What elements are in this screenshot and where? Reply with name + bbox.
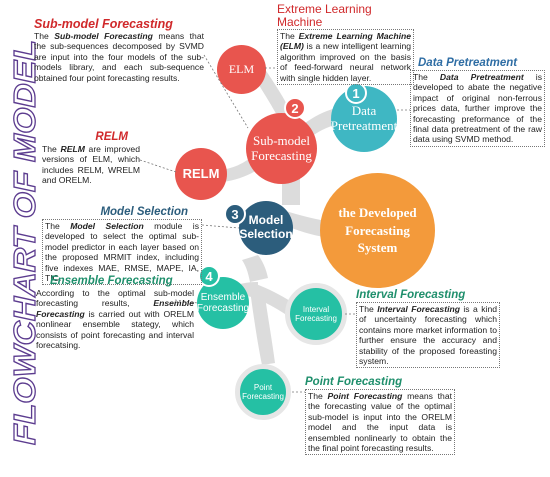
branch-trunk-2	[242, 255, 268, 282]
step-4-badge: 4	[198, 265, 220, 287]
step-4-text: 4	[205, 268, 213, 284]
point-heading: Point Forecasting	[305, 376, 403, 388]
pretreatment-heading: Data Pretreatment	[418, 57, 518, 69]
relm-heading: RELM	[95, 131, 128, 143]
step-1-badge: 1	[345, 82, 367, 104]
step-2-text: 2	[291, 100, 299, 116]
ensemble-description: Ensemble Forecasting According to the op…	[36, 275, 194, 350]
node-submodel-label: Sub-model Forecasting	[251, 132, 312, 163]
elm-description: Extreme Learning Machine The Extreme Lea…	[277, 2, 414, 86]
relm-text: are improved versions of ELM, which incl…	[42, 144, 140, 186]
node-submodel[interactable]: Sub-model Forecasting	[246, 113, 317, 184]
selection-term: Model Selection	[70, 221, 144, 231]
submodel-prefix: The	[34, 31, 55, 41]
submodel-body: The Sub-model Forecasting means that the…	[34, 31, 204, 83]
elm-body: The Extreme Learning Machine (ELM) is a …	[277, 29, 414, 86]
node-pretreatment-label: Data Pretreatment	[330, 103, 398, 133]
submodel-term: Sub-model Forecasting	[54, 31, 153, 41]
node-interval[interactable]: Interval Forecasting	[285, 283, 347, 345]
pointer-selection	[201, 224, 240, 229]
step-3-text: 3	[231, 206, 239, 222]
step-3-badge: 3	[224, 203, 246, 225]
interval-description: Interval Forecasting The Interval Foreca…	[356, 289, 500, 369]
ensemble-heading: Ensemble Forecasting	[50, 275, 173, 287]
relm-body: The RELM are improved versions of ELM, w…	[42, 144, 140, 186]
ensemble-term: Ensemble Forecasting	[36, 298, 194, 319]
step-1-text: 1	[352, 85, 360, 101]
interval-heading: Interval Forecasting	[356, 289, 466, 301]
step-2-badge: 2	[284, 97, 306, 119]
selection-body: The Model Selection module is developed …	[42, 219, 202, 286]
node-elm[interactable]: ELM	[217, 45, 266, 94]
node-developed[interactable]: the Developed Forecasting System	[320, 173, 435, 288]
point-prefix: The	[308, 391, 328, 401]
pretreatment-prefix: The	[413, 72, 440, 82]
node-selection[interactable]: Model Selection	[239, 201, 293, 255]
submodel-text: means that the sub-sequences decomposed …	[34, 31, 205, 83]
interval-prefix: The	[359, 304, 378, 314]
pointer-submodel	[203, 54, 249, 129]
pretreatment-body: The Data Pretreatment is developed to ab…	[410, 70, 545, 147]
relm-description: RELM The RELM are improved versions of E…	[42, 131, 140, 186]
interval-text: is a kind of uncertainty forecasting whi…	[359, 304, 498, 367]
pretreatment-description: Data Pretreatment The Data Pretreatment …	[410, 57, 545, 147]
pretreatment-text: is developed to abate the negative impac…	[413, 72, 543, 145]
node-developed-label: the Developed Forecasting System	[338, 205, 417, 256]
submodel-heading: Sub-model Forecasting	[34, 17, 173, 31]
ensemble-text1: According to the optimal sub-model forec…	[36, 288, 194, 309]
pretreatment-term: Data Pretreatment	[439, 72, 524, 82]
selection-description: Model Selection The Model Selection modu…	[42, 206, 202, 286]
elm-prefix: The	[280, 31, 299, 41]
node-point-label: Point Forecasting	[242, 382, 284, 401]
submodel-description: Sub-model Forecasting The Sub-model Fore…	[34, 18, 204, 83]
selection-heading: Model Selection	[100, 206, 188, 218]
point-body: The Point Forecasting means that the for…	[305, 389, 455, 456]
point-description: Point Forecasting The Point Forecasting …	[305, 376, 455, 456]
selection-text: module is developed to select the optima…	[45, 221, 200, 284]
branch-point	[250, 290, 275, 365]
node-point[interactable]: Point Forecasting	[235, 364, 291, 420]
relm-prefix: The	[42, 144, 61, 154]
node-interval-label: Interval Forecasting	[295, 304, 337, 323]
point-term: Point Forecasting	[327, 391, 403, 401]
ensemble-text2: is carried out with ORELM nonlinear ense…	[36, 308, 194, 351]
interval-body: The Interval Forecasting is a kind of un…	[356, 302, 500, 369]
node-elm-label: ELM	[228, 61, 255, 76]
node-selection-label: Model Selection	[239, 213, 293, 241]
node-ensemble-label: Ensemble Forecasting	[196, 291, 250, 315]
side-title: FLOWCHART OF MODEL	[6, 39, 42, 445]
interval-term: Interval Forecasting	[377, 304, 460, 314]
pointer-relm	[139, 159, 177, 173]
node-relm[interactable]: RELM	[175, 148, 227, 200]
elm-heading: Extreme Learning Machine	[277, 2, 372, 29]
relm-term: RELM	[60, 144, 85, 154]
node-relm-label: RELM	[182, 165, 220, 181]
side-title-text: FLOWCHART OF MODEL	[7, 40, 42, 445]
elm-text: is a new intelligent learning algorithm …	[280, 41, 411, 83]
ensemble-body: According to the optimal sub-model forec…	[36, 288, 194, 350]
point-text: means that the forecasting value of the …	[308, 391, 452, 454]
selection-prefix: The	[45, 221, 71, 231]
elm-term: Extreme Learning Machine (ELM)	[280, 31, 411, 52]
